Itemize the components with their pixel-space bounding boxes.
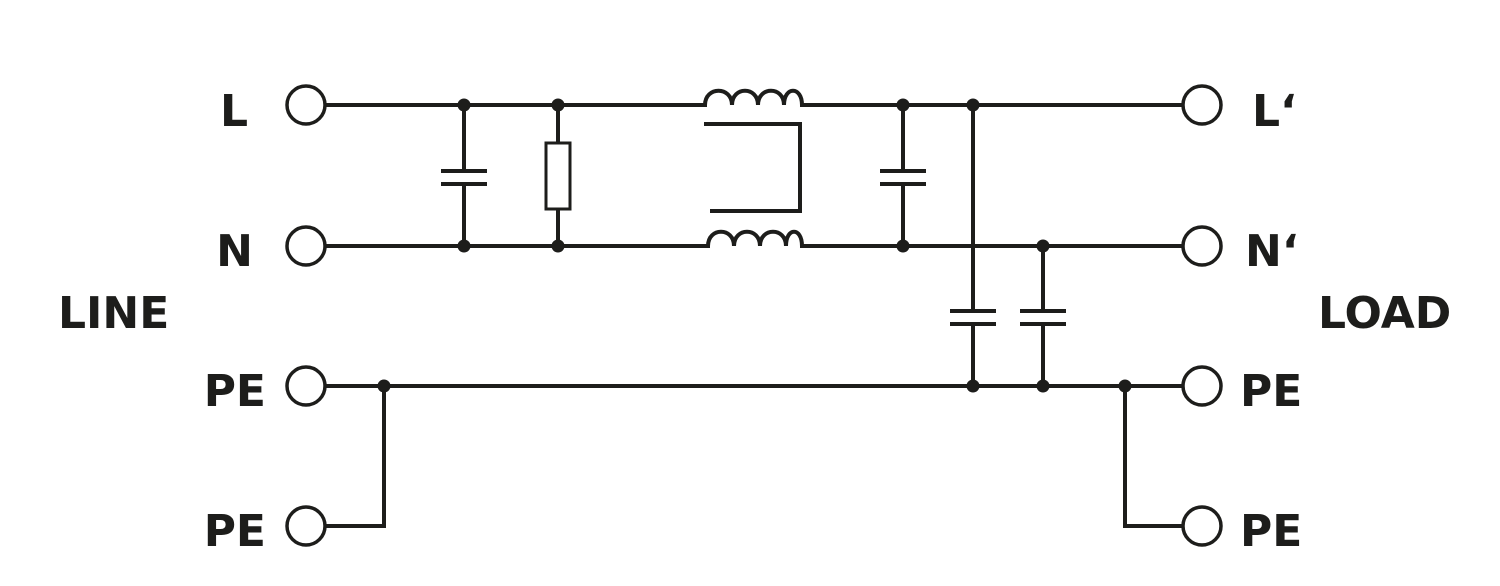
choke-core [704,122,802,213]
terminal-output-n [1181,225,1223,267]
junction-node [1118,379,1132,393]
terminal-input-l [285,84,327,126]
output-label-n-prime: N‘ [1245,226,1299,277]
terminal-output-l [1181,84,1223,126]
input-label-pe-1: PE [204,366,266,417]
junction-node [1036,379,1050,393]
output-label-l-prime: L‘ [1252,86,1297,137]
terminal-input-n [285,225,327,267]
load-side-label: LOAD [1318,288,1451,339]
wire-pe-output-branch [1123,384,1185,528]
junction-node [896,98,910,112]
output-label-pe-1: PE [1240,366,1302,417]
junction-node [457,98,471,112]
wire-pe-input-branch [324,384,386,528]
junction-node [1036,239,1050,253]
choke-winding-l [702,88,805,108]
input-label-n: N [216,226,253,277]
line-side-label: LINE [58,288,169,339]
terminal-input-pe-2 [285,505,327,547]
junction-node [896,239,910,253]
junction-node [966,379,980,393]
choke-winding-n [705,229,805,249]
junction-node [457,239,471,253]
input-label-pe-2: PE [204,506,266,557]
junction-node [377,379,391,393]
terminal-output-pe-2 [1181,505,1223,547]
terminal-output-pe-1 [1181,365,1223,407]
junction-node [551,239,565,253]
terminal-input-pe-1 [285,365,327,407]
junction-node [551,98,565,112]
bleeder-resistor [544,141,572,211]
junction-node [966,98,980,112]
output-label-pe-2: PE [1240,506,1302,557]
input-label-l: L [220,86,248,137]
